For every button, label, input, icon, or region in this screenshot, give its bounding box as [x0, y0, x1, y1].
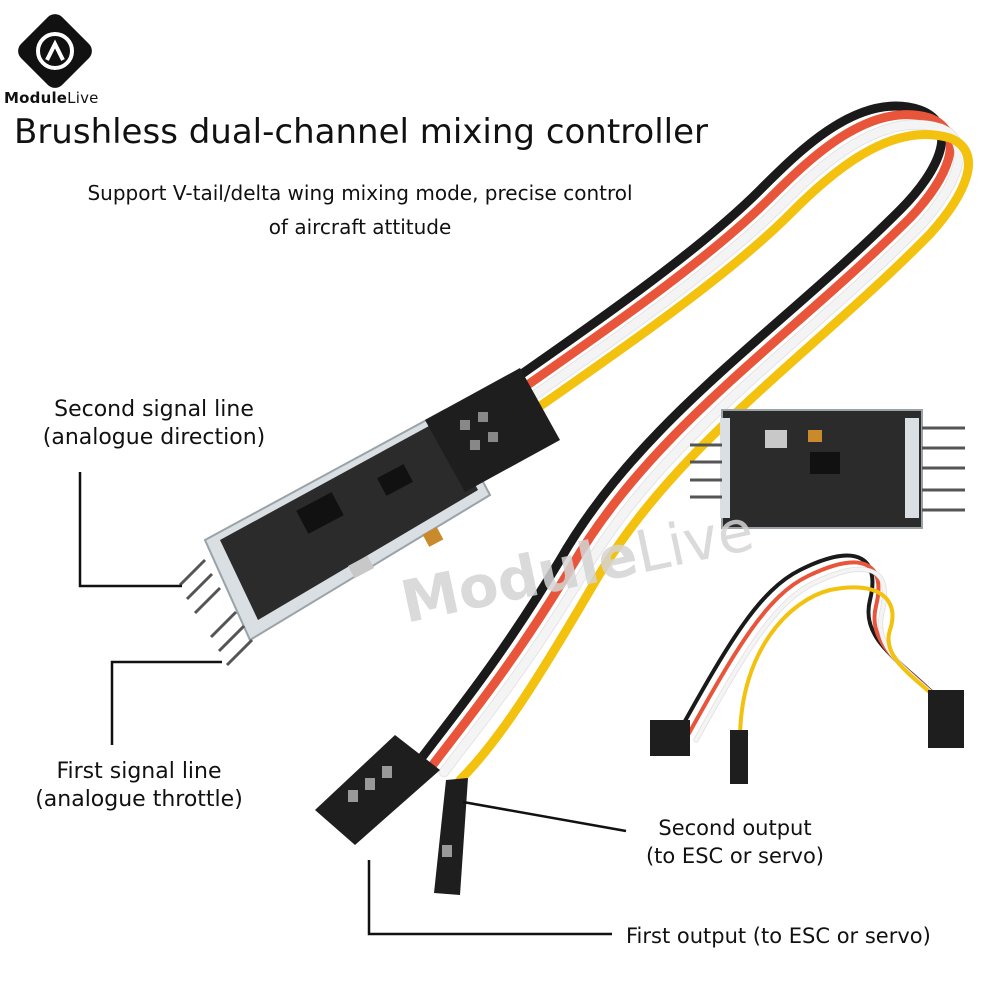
main-controller-board — [203, 408, 492, 642]
subtitle-line-2: of aircraft attitude — [268, 215, 452, 239]
callout-first-signal-line-2: (analogue throttle) — [35, 787, 243, 812]
output-connector-1pin — [434, 778, 468, 895]
callout-second-output: Second output (to ESC or servo) — [620, 814, 850, 870]
secondary-cable-view — [650, 553, 964, 784]
secondary-board-view — [690, 409, 965, 529]
main-board-pins — [178, 558, 254, 667]
brand-name: ModuleLive — [4, 89, 99, 107]
main-cable-bundle — [415, 101, 973, 785]
callout-leader-lines — [78, 472, 627, 936]
page-title: Brushless dual-channel mixing controller — [14, 112, 709, 152]
subtitle: Support V-tail/delta wing mixing mode, p… — [30, 176, 690, 244]
callout-first-signal: First signal line (analogue throttle) — [14, 758, 264, 814]
callout-second-output-line-2: (to ESC or servo) — [645, 844, 824, 868]
callout-second-signal-line-1: Second signal line — [54, 397, 254, 422]
callout-first-signal-line-1: First signal line — [56, 759, 222, 784]
subtitle-line-1: Support V-tail/delta wing mixing mode, p… — [87, 181, 633, 205]
brand-logo-icon — [18, 14, 92, 88]
brand-name-light: Live — [67, 89, 99, 107]
callout-second-output-line-1: Second output — [658, 816, 812, 840]
input-connector — [425, 368, 560, 492]
callout-second-signal: Second signal line (analogue direction) — [14, 396, 294, 452]
output-connector-3pin — [315, 735, 440, 845]
callout-second-signal-line-2: (analogue direction) — [42, 425, 266, 450]
callout-first-output: First output (to ESC or servo) — [626, 924, 931, 948]
brand-name-bold: Module — [4, 89, 68, 107]
